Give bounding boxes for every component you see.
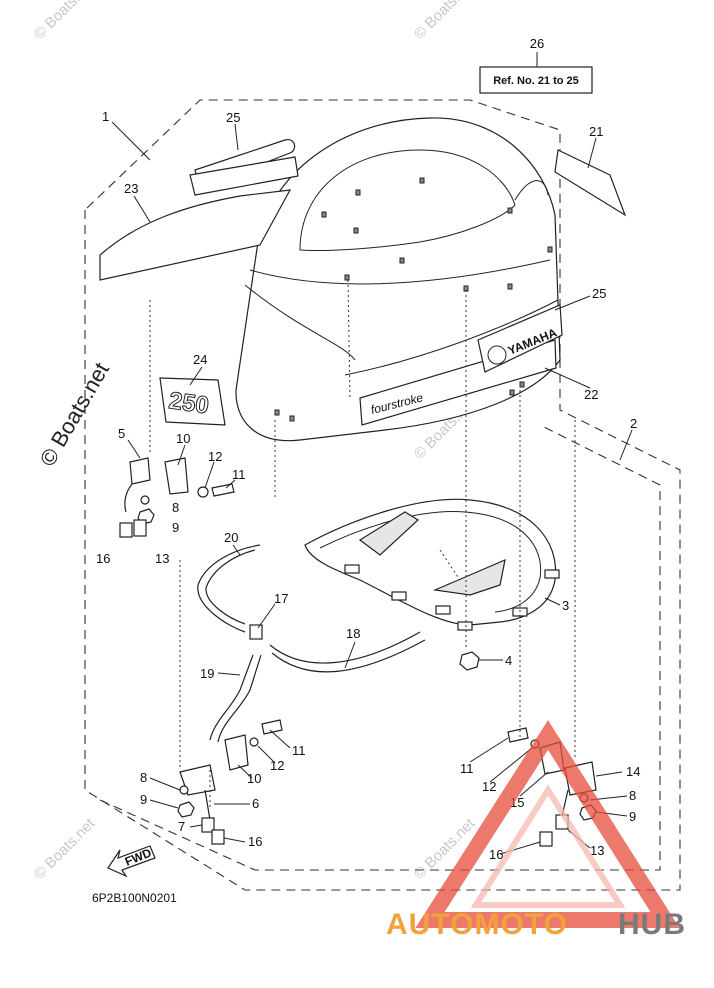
assembly-guide-lines (149, 279, 576, 810)
callout-16-lower-right: 16 (489, 847, 503, 862)
callout-11-lower-right: 11 (460, 761, 474, 776)
callout-24: 24 (193, 352, 207, 367)
hose-assembly (197, 544, 426, 743)
nut-4 (459, 651, 480, 671)
callout-25-side: 25 (592, 286, 606, 301)
callout-12-upper: 12 (208, 449, 222, 464)
callout-8-lower-left: 8 (140, 770, 147, 785)
boats-net-watermark: © Boats.net (35, 358, 114, 470)
callout-25-top: 25 (226, 110, 240, 125)
yamaha-logo-icon (487, 345, 507, 365)
fwd-arrow-icon: FWD (107, 845, 156, 878)
callout-8-upper: 8 (172, 500, 179, 515)
reference-box: 26 Ref. No. 21 to 25 (479, 36, 593, 94)
callout-17: 17 (274, 591, 288, 606)
callout-18: 18 (346, 626, 360, 641)
joint-17 (249, 624, 263, 640)
callout-9-lower-right: 9 (629, 809, 636, 824)
graphic-25-side (477, 304, 563, 373)
graphic-21 (554, 149, 627, 217)
callout-16-upper: 16 (96, 551, 110, 566)
callout-9-upper: 9 (172, 520, 179, 535)
callout-26: 26 (530, 36, 544, 51)
callout-8-lower-right: 8 (629, 788, 636, 803)
callout-16-lower-left: 16 (248, 834, 262, 849)
watermark-text: © Boats.net (411, 0, 479, 43)
bracket-assembly-lower-left (177, 719, 283, 845)
callout-10-lower: 10 (247, 771, 261, 786)
automotohub-brand-part1: AUTOMOTO (386, 908, 568, 941)
callout-13-upper: 13 (155, 551, 169, 566)
callout-20: 20 (224, 530, 238, 545)
watermark-text: © Boats.net (31, 0, 99, 43)
callout-12-lower-left: 12 (270, 758, 284, 773)
callout-2: 2 (630, 416, 637, 431)
graphic-23 (99, 189, 292, 281)
bracket-assembly-upper-left (119, 457, 235, 538)
callout-21: 21 (589, 124, 603, 139)
callout-10-upper: 10 (176, 431, 190, 446)
callout-13-lower: 13 (590, 843, 604, 858)
drawing-code: 6P2B100N0201 (92, 891, 177, 905)
callout-1: 1 (102, 109, 109, 124)
model-badge-text: 250 (167, 387, 210, 419)
callout-6: 6 (252, 796, 259, 811)
automotohub-logo (415, 720, 680, 928)
ref-box-label: Ref. No. 21 to 25 (493, 75, 579, 87)
watermark-text: © Boats.net (31, 815, 99, 883)
callout-3: 3 (562, 598, 569, 613)
group-outline-bottom (99, 424, 661, 871)
fwd-label: FWD (123, 845, 154, 868)
graphic-25-lower (189, 156, 299, 196)
callout-9-lower-left: 9 (140, 792, 147, 807)
callout-12-lower-right: 12 (482, 779, 496, 794)
callout-22: 22 (584, 387, 598, 402)
group-outline-top (84, 99, 681, 891)
callout-7: 7 (178, 819, 185, 834)
graphic-24-badge (159, 377, 226, 426)
callout-5: 5 (118, 426, 125, 441)
bottom-cowling-seal (304, 498, 560, 631)
callout-19: 19 (200, 666, 214, 681)
callout-11-lower-left: 11 (292, 743, 306, 758)
callout-14: 14 (626, 764, 640, 779)
automotohub-brand-part2: HUB (618, 908, 686, 941)
callout-23: 23 (124, 181, 138, 196)
callouts: 1 2 3 4 5 6 7 8 8 8 9 9 9 10 10 11 11 11… (96, 109, 640, 862)
callout-4: 4 (505, 653, 512, 668)
callout-11-upper: 11 (232, 467, 246, 482)
